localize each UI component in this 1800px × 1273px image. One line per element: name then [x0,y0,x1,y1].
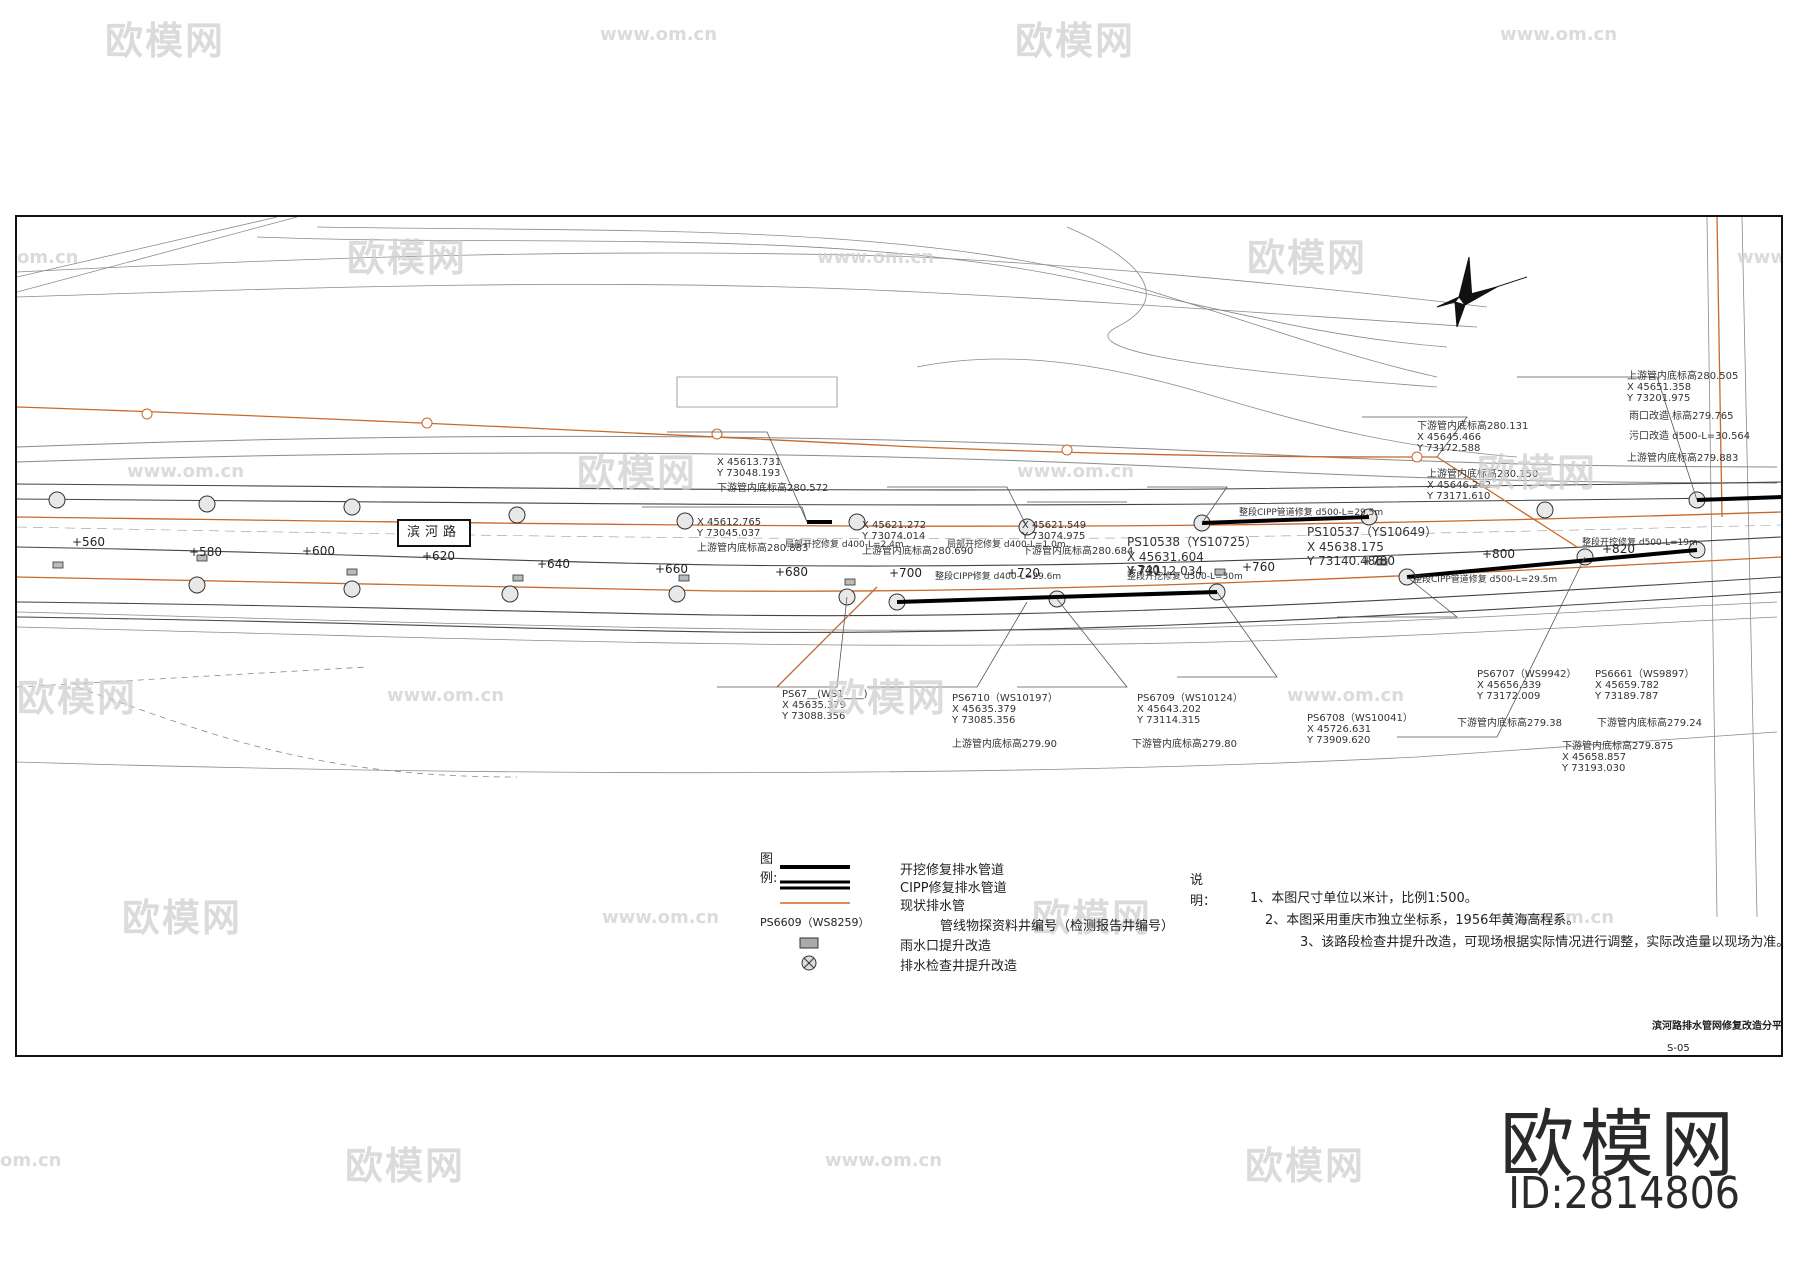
legend-item: 雨水口提升改造 [780,934,1200,954]
pipe-note: 下游管内底标高279.80 [1132,739,1237,750]
road-name-label: 滨河路 [397,519,471,547]
pipe-note: 局部开挖修复 d400-L=1.0m [947,540,1066,550]
watermark: 欧模网 [1477,451,1598,495]
watermark-url: om.cn [0,1150,62,1171]
legend-item: 排水检查井提升改造 [780,954,1200,974]
chainage-label: +780 [1362,554,1395,568]
chainage-label: +680 [775,565,808,579]
watermark: 欧模网 [1032,896,1153,940]
watermark: 欧模网 [577,451,698,495]
watermark: 欧模网 [17,676,138,720]
pipe-note: 上游管内底标高279.883 [1627,453,1739,464]
chainage-label: +700 [889,566,922,580]
pipeline-plan-drawing [17,217,1781,918]
legend-item: 现状排水管 [780,894,1200,914]
watermark: 欧模网 [347,236,468,280]
pipe-note: 雨口改造 标高279.765 [1629,411,1734,422]
chainage-label: +820 [1602,542,1635,556]
watermark: 欧模网 [345,1144,466,1188]
notes-title: 说明： [1190,873,1217,909]
watermark: 欧模网 [105,19,226,63]
pipe-note: 下游管内底标高279.38 [1457,718,1562,729]
chainage-label: +640 [537,557,570,571]
legend-item: PS6609（WS8259） 管线物探资料井编号（检测报告井编号） [760,916,1175,934]
pipe-note: 整段CIPP管道修复 d500-L=29.5m [1239,508,1384,518]
watermark-url: www.om.cn [602,907,720,928]
chainage-label: +580 [189,545,222,559]
chainage-label: +800 [1482,547,1515,561]
watermark-url: www.om.cn [127,461,245,482]
double-line-icon [780,880,850,890]
watermark: 欧模网 [827,676,948,720]
watermark-url: www.om.cn [1737,247,1781,268]
drawing-title: 滨河路排水管网修复改造分平面图（三） [1652,1021,1782,1032]
watermark-url: www.om.cn [1017,461,1135,482]
chainage-label: +660 [655,562,688,576]
note-line: 2、本图采用重庆市独立坐标系，1956年黄海高程系。 [1265,913,1580,928]
legend-item: 开挖修复排水管道 [780,858,1200,878]
chainage-label: +560 [72,535,105,549]
watermark-url: www.om.cn [825,1150,943,1171]
manhole-icon [801,955,817,971]
watermark: 欧模网 [122,896,243,940]
watermark-url: www.om.cn [600,24,718,45]
pipe-note: 上游管内底标高279.90 [952,739,1057,750]
watermark-url: www.om.cn [1287,685,1405,706]
thin-line-icon [780,902,850,904]
well-id-sample: PS6609（WS8259） [760,916,870,929]
watermark-url: www.om.cn [817,247,935,268]
north-arrow-icon [1436,256,1528,328]
sheet-number: S-05 [1667,1043,1690,1054]
note-line: 3、该路段检查井提升改造，可现场根据实际情况进行调整，实际改造量以现场为准。 [1300,935,1790,950]
legend-title: 图例: [760,852,778,886]
watermark: 欧模网 [1015,19,1136,63]
thick-line-icon [780,865,850,869]
chainage-label: +720 [1007,566,1040,580]
pipe-note: 污口改造 d500-L=30.564 [1629,431,1751,442]
watermark-url: om.cn [17,247,79,268]
legend-item: CIPP修复排水管道 [780,876,1200,896]
note-line: 1、本图尺寸单位以米计，比例1:500。 [1250,891,1478,906]
watermark: 欧模网 [1245,1144,1366,1188]
chainage-label: +760 [1242,560,1275,574]
pipe-note: 整段CIPP修复 d400-L=29.6m [935,572,1062,582]
chainage-label: +740 [1127,563,1160,577]
rain-inlet-icon [799,937,819,949]
drawing-sheet: 滨河路 +560 +580 +600 +620 +640 +660 +680 +… [15,215,1783,1057]
chainage-label: +600 [302,544,335,558]
chainage-label: +620 [422,549,455,563]
pipe-note: 局部开挖修复 d400-L=2.4m [785,540,904,550]
watermark: 欧模网 [1247,236,1368,280]
pipe-note: 下游管内底标高279.24 [1597,718,1702,729]
watermark-url: www.om.cn [1497,907,1615,928]
pipe-note: 整段CIPP管道修复 d500-L=29.5m [1413,575,1558,585]
watermark-url: www.om.cn [1500,24,1618,45]
pipe-note: 整段开挖修复 d500-L=30m [1127,572,1243,582]
brand-logo: 欧模网 [1500,1102,1740,1188]
watermark-url: www.om.cn [387,685,505,706]
pipe-note: 整段开挖修复 d500-L=19m [1582,538,1698,548]
brand-id: ID:2814806 [1508,1168,1740,1219]
